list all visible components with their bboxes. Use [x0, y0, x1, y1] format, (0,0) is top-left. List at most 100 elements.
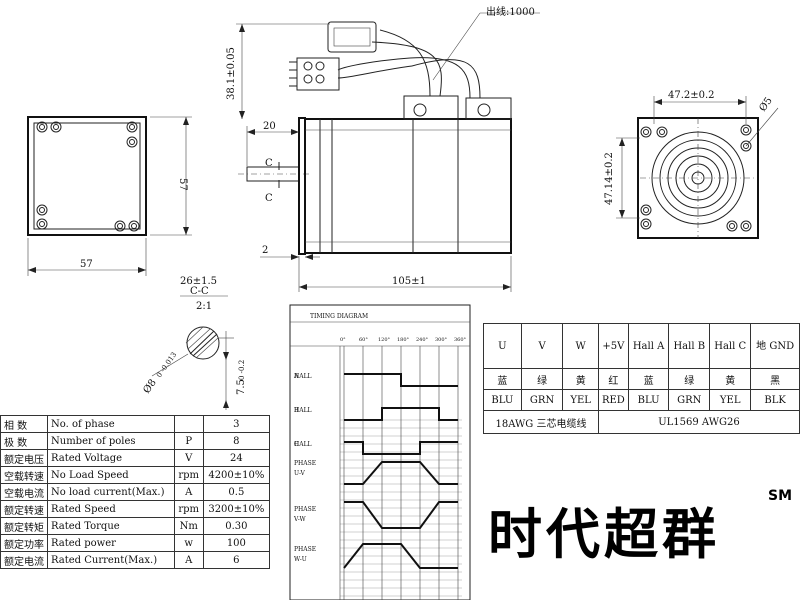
wiring-color-cn: 绿 [668, 368, 711, 390]
timing-row-label: U-V [294, 470, 306, 477]
timing-angle: 240° [416, 337, 429, 343]
rear-hole-dim: Ø5 [757, 95, 774, 113]
wiring-header: V [520, 323, 564, 369]
cable-length-dim: 出线:1000 [486, 5, 535, 18]
spec-unit: A [173, 483, 204, 501]
spec-en-label: Number of poles [47, 432, 175, 450]
spec-cn-label: 相 数 [0, 415, 48, 433]
timing-row-label: HALL [294, 407, 312, 414]
timing-row-label: PHASE [294, 546, 316, 553]
phase-wu-wave [343, 543, 458, 569]
brand-mark: SM [768, 488, 793, 504]
phase-uv-wave [344, 461, 458, 485]
wiring-color-cn: 绿 [520, 368, 564, 390]
spec-en-label: No Load Speed [47, 466, 175, 484]
wiring-color-en: RED [597, 389, 629, 411]
shaft-length-dim: 20 [263, 121, 276, 132]
wiring-color-cn: 蓝 [483, 368, 522, 390]
phase-vw-wave [344, 501, 458, 529]
timing-row-label: HALL [294, 373, 312, 380]
wiring-color-en: BLU [483, 389, 522, 411]
wiring-header: Hall A [627, 323, 670, 369]
spec-cn-label: 空载电流 [0, 483, 48, 501]
timing-row-label: C [294, 441, 299, 448]
flat-tol: 0 -0.2 [238, 360, 246, 380]
spec-value: 8 [202, 432, 271, 450]
wiring-header: 地 GND [750, 323, 800, 369]
timing-row-label: PHASE [294, 506, 316, 513]
timing-diagram [289, 304, 471, 600]
wiring-color-cn: 红 [597, 368, 629, 390]
section-mark-bottom: C [265, 193, 273, 204]
spec-value: 100 [202, 534, 271, 552]
spec-en-label: Rated Torque [47, 517, 175, 535]
wiring-header: Hall C [709, 323, 752, 369]
front-view [27, 116, 192, 276]
wiring-header: W [562, 323, 599, 369]
spec-value: 3 [202, 415, 271, 433]
spec-cn-label: 额定转速 [0, 500, 48, 518]
wiring-header: U [483, 323, 522, 369]
spec-unit: rpm [173, 466, 204, 484]
timing-title: TIMING DIAGRAM [310, 313, 368, 320]
hall-c-wave [344, 441, 458, 455]
timing-angle: 300° [435, 337, 448, 343]
shaft-diameter-dim: Ø8 [141, 377, 158, 395]
spec-cn-label: 额定功率 [0, 534, 48, 552]
body-length-dim: 105±1 [392, 276, 426, 287]
spec-value: 24 [202, 449, 271, 467]
timing-row-label: V-W [293, 516, 306, 523]
front-width-dim: 57 [80, 259, 93, 270]
wiring-color-cn-row: 蓝绿黄红蓝绿黄黑 [483, 368, 800, 390]
rear-pcd-v-dim: 47.14±0.2 [604, 152, 615, 205]
wiring-color-en: BLU [627, 389, 670, 411]
timing-angle: 60° [359, 337, 368, 343]
spec-unit: rpm [173, 500, 204, 518]
wiring-color-en: YEL [709, 389, 752, 411]
wiring-cable-row: 18AWG 三芯电缆线 UL1569 AWG26 [483, 410, 800, 434]
brand-name: 时代超群 [488, 502, 720, 566]
rear-view [616, 96, 779, 239]
wiring-color-cn: 黑 [750, 368, 800, 390]
spec-unit: V [173, 449, 204, 467]
cable-left-spec: 18AWG 三芯电缆线 [483, 410, 599, 434]
spec-unit: Nm [173, 517, 204, 535]
timing-angle: 180° [397, 337, 410, 343]
timing-angle: 0° [340, 337, 346, 343]
section-mark-top: C [265, 158, 273, 169]
flange-thickness-dim: 2 [262, 245, 268, 256]
flat-dim: 7.5 [236, 379, 247, 395]
timing-row-label: A [293, 373, 299, 380]
spec-value: 0.5 [202, 483, 271, 501]
spec-en-label: Rated Voltage [47, 449, 175, 467]
timing-row-label: PHASE [294, 460, 316, 467]
spec-cn-label: 空载转速 [0, 466, 48, 484]
spec-unit: A [173, 551, 204, 569]
wiring-color-en: YEL [562, 389, 599, 411]
front-height-dim: 57 [177, 178, 188, 191]
timing-row-label: B [294, 407, 299, 414]
spec-cn-label: 额定转矩 [0, 517, 48, 535]
wiring-color-en: GRN [520, 389, 564, 411]
spec-unit [173, 415, 204, 433]
spec-unit: P [173, 432, 204, 450]
timing-angle: 120° [378, 337, 391, 343]
cable-right-spec: UL1569 AWG26 [597, 410, 800, 434]
shaft-diameter-tol: 0 -0.013 [155, 351, 178, 379]
spec-unit: w [173, 534, 204, 552]
section-detail [151, 295, 234, 410]
wiring-header: +5V [597, 323, 629, 369]
spec-en-label: Rated Current(Max.) [47, 551, 175, 569]
spec-cn-label: 极 数 [0, 432, 48, 450]
spec-en-label: Rated power [47, 534, 175, 552]
